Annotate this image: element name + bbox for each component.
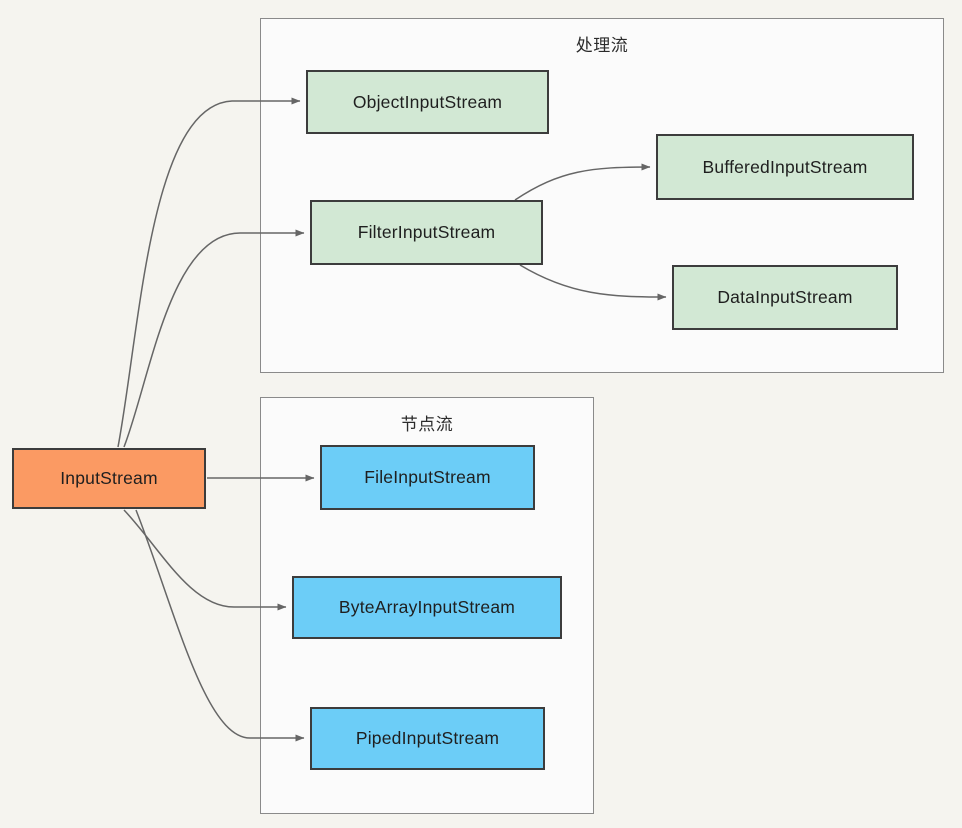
node-file-input-stream[interactable]: FileInputStream bbox=[320, 445, 535, 510]
node-object-input-stream-label: ObjectInputStream bbox=[352, 91, 503, 112]
node-piped-input-stream-label: PipedInputStream bbox=[355, 728, 500, 748]
node-byte-array-input-stream-label: ByteArrayInputStream bbox=[338, 597, 516, 617]
node-buffered-input-stream-label: BufferedInputStream bbox=[702, 156, 868, 177]
processing-stream-group-title: 处理流 bbox=[575, 36, 629, 55]
node-data-input-stream[interactable]: DataInputStream bbox=[672, 265, 898, 330]
node-object-input-stream[interactable]: ObjectInputStream bbox=[306, 70, 549, 134]
node-data-input-stream-label: DataInputStream bbox=[717, 287, 853, 307]
node-filter-input-stream[interactable]: FilterInputStream bbox=[310, 200, 543, 265]
node-piped-input-stream[interactable]: PipedInputStream bbox=[310, 707, 545, 770]
node-buffered-input-stream[interactable]: BufferedInputStream bbox=[656, 134, 914, 200]
node-file-input-stream-label: FileInputStream bbox=[364, 467, 491, 487]
node-input-stream-label: InputStream bbox=[60, 468, 158, 488]
node-byte-array-input-stream[interactable]: ByteArrayInputStream bbox=[292, 576, 562, 639]
node-filter-input-stream-label: FilterInputStream bbox=[357, 222, 496, 242]
node-input-stream[interactable]: InputStream bbox=[12, 448, 206, 509]
node-stream-group-title: 节点流 bbox=[400, 415, 454, 434]
